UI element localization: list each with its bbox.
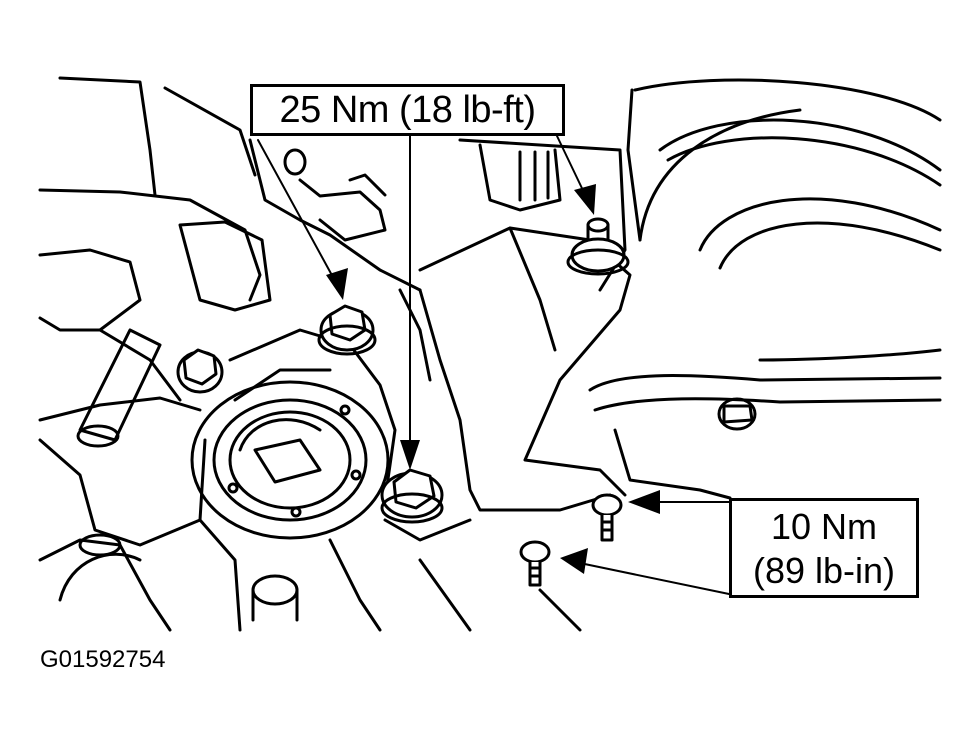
bolt-left <box>176 348 224 394</box>
torque-callout-10nm: 10 Nm (89 lb-in) <box>729 498 919 598</box>
small-bolt-right <box>591 493 623 542</box>
bearing-opening <box>190 380 390 540</box>
arrowheads-lower <box>560 490 660 574</box>
torque-callout-10nm-line1: 10 Nm <box>770 506 878 547</box>
leader-arrows-lower <box>574 501 730 595</box>
locating-pin <box>283 148 387 242</box>
stud-upper-right <box>566 217 630 276</box>
torque-callout-25nm-text: 25 Nm (18 lb-ft) <box>279 89 536 131</box>
lower-housing <box>58 438 582 632</box>
leader-arrows-upper <box>257 135 591 456</box>
figure-id: G01592754 <box>40 646 166 673</box>
torque-callout-10nm-line2: (89 lb-in) <box>752 550 896 591</box>
arrowheads-upper <box>326 184 596 470</box>
mounting-bracket <box>228 138 632 542</box>
bolt-lower-center <box>380 468 444 524</box>
timing-cover <box>458 138 942 500</box>
engine-block-outline <box>38 76 272 632</box>
tube-left <box>76 328 162 448</box>
pulley-housing <box>626 78 942 362</box>
small-bolt-lower <box>519 540 551 587</box>
bolt-upper-left <box>317 304 377 356</box>
torque-callout-25nm: 25 Nm (18 lb-ft) <box>250 84 565 136</box>
